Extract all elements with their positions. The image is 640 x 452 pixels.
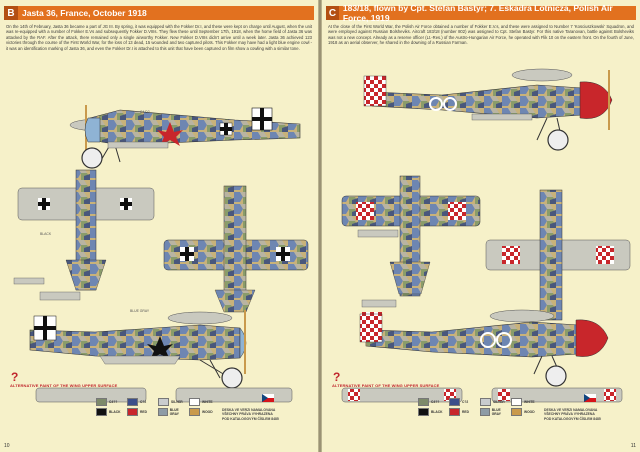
left-page: B Jasta 36, France, October 1918 On the … — [0, 0, 318, 452]
right-color-legend: C4?? C?2 SILVER WHITE BLACK RED BLUE GRA… — [418, 397, 539, 416]
legend-chip: BLACK — [96, 407, 124, 416]
legend-chip: SILVER — [158, 397, 186, 406]
red-star-marking — [157, 122, 183, 146]
legend-swatch — [96, 397, 107, 406]
right-side-view-top — [363, 68, 613, 151]
legend-chip: BLACK — [418, 407, 446, 416]
left-description: On the 14th of February, Jasta 36 became… — [6, 24, 312, 51]
left-page-badge: B — [4, 6, 18, 20]
legend-swatch — [480, 397, 491, 406]
binding-gutter — [318, 0, 322, 452]
left-lower-wing-view — [163, 185, 309, 313]
right-upper-wing-view — [341, 175, 481, 297]
legend-swatch — [480, 407, 490, 416]
legend-chip: BLUE GRAY — [480, 407, 508, 416]
left-question-mark: ? — [11, 370, 19, 384]
right-side-view-bottom — [359, 309, 609, 387]
czech-flag-icon — [262, 394, 274, 402]
legend-swatch — [511, 397, 522, 406]
right-page-title: 183/18, flown by Cpt. Stefan Bastyr; 7. … — [342, 3, 613, 23]
right-page-number: 11 — [630, 443, 636, 449]
left-upper-wing-view — [17, 169, 155, 291]
right-description: At the close of the First World War, the… — [328, 24, 634, 46]
right-question-mark: ? — [333, 370, 341, 384]
legend-swatch — [511, 407, 522, 416]
legend-swatch — [189, 407, 200, 416]
right-page: C 183/18, flown by Cpt. Stefan Bastyr; 7… — [322, 0, 640, 452]
legend-chip: C?2 — [127, 397, 155, 406]
legend-swatch — [418, 397, 429, 406]
legend-swatch — [158, 397, 169, 406]
polish-checker-marking — [363, 75, 387, 107]
left-color-legend: C4?? C?2 SILVER WHITE BLACK RED BLUE GRA… — [96, 397, 217, 416]
legend-swatch — [418, 407, 429, 416]
legend-chip: WHITE — [189, 397, 217, 406]
czech-flag-icon — [584, 394, 596, 402]
legend-chip: C4?? — [418, 397, 446, 406]
red-engine-cowl — [579, 81, 613, 119]
legend-chip: WHITE — [511, 397, 539, 406]
legend-swatch — [96, 407, 107, 416]
right-lower-wing-view — [485, 189, 631, 321]
left-page-title: Jasta 36, France, October 1918 — [22, 8, 147, 18]
legend-chip: C4?? — [96, 397, 124, 406]
engine-cowl — [84, 117, 101, 143]
legend-swatch — [127, 407, 138, 416]
landing-wheel — [81, 147, 103, 169]
left-title-bar: B Jasta 36, France, October 1918 — [4, 6, 314, 20]
right-title-bar: C 183/18, flown by Cpt. Stefan Bastyr; 7… — [326, 3, 636, 23]
legend-chip: SILVER — [480, 397, 508, 406]
right-page-badge: C — [326, 6, 339, 20]
left-alt-note: ALTERNATIVE PAINT OF THE WING UPPER SURF… — [10, 383, 118, 388]
legend-chip: BLUE GRAY — [158, 407, 186, 416]
legend-swatch — [449, 397, 460, 406]
left-aircraft-drawings: C4 D2 BLACK BLUE GRAY — [13, 105, 309, 403]
right-alt-note: ALTERNATIVE PAINT OF THE WING UPPER SURF… — [332, 383, 440, 388]
black-star-marking — [147, 336, 173, 360]
left-page-number: 10 — [4, 443, 10, 449]
legend-chip: C?2 — [449, 397, 477, 406]
legend-chip: RED — [127, 407, 155, 416]
legend-swatch — [449, 407, 460, 416]
left-small-tailplane — [13, 277, 81, 301]
right-aircraft-drawings — [341, 68, 631, 403]
legend-swatch — [189, 397, 200, 406]
svg-text:C4 D2: C4 D2 — [140, 110, 150, 114]
svg-text:BLUE GRAY: BLUE GRAY — [130, 309, 150, 313]
svg-text:BLACK: BLACK — [40, 232, 52, 236]
legend-chip: WOOD — [511, 407, 539, 416]
legend-swatch — [127, 397, 138, 406]
legend-chip: RED — [449, 407, 477, 416]
left-side-view-bottom — [29, 310, 247, 389]
left-side-view-top — [69, 105, 301, 169]
legend-swatch — [158, 407, 168, 416]
legend-chip: WOOD — [189, 407, 217, 416]
right-small-tailplanes — [357, 229, 399, 328]
